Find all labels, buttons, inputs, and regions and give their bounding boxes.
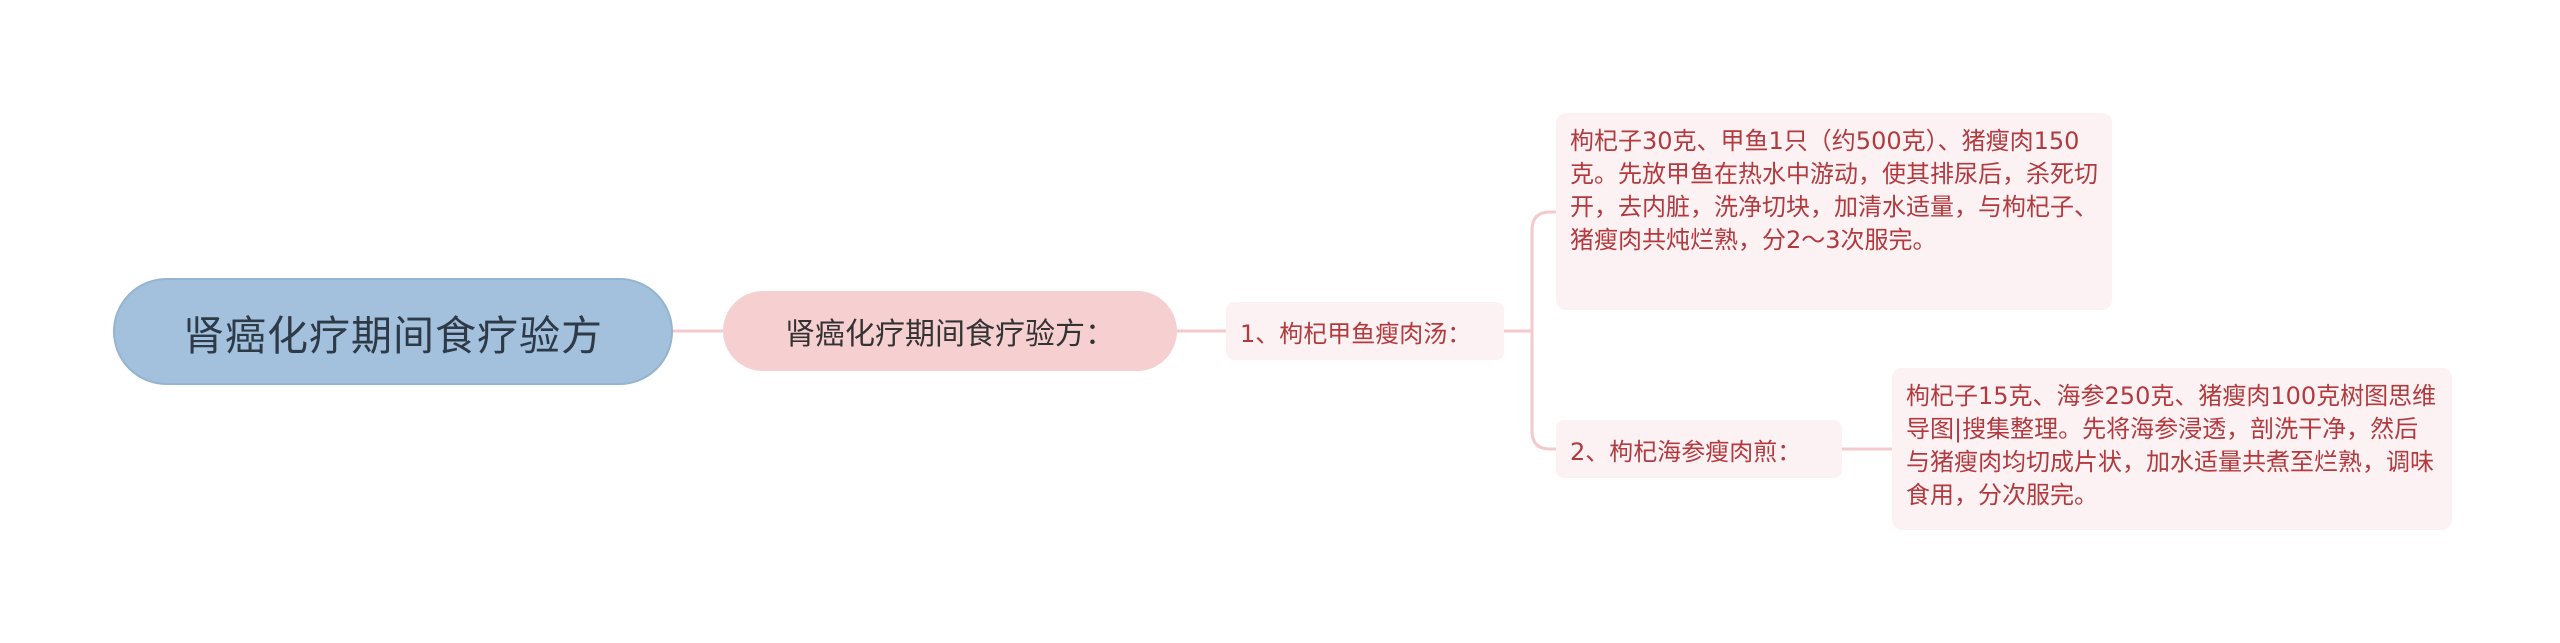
detail-node-1-text: 枸杞子30克、甲鱼1只（约500克）、猪瘦肉150克。先放甲鱼在热水中游动，使其… (1570, 127, 2098, 254)
detail-node-2[interactable]: 枸杞子15克、海参250克、猪瘦肉100克树图思维导图|搜集整理。先将海参浸透，… (1892, 368, 2452, 530)
connector-split-to-detail1 (1530, 210, 1556, 331)
root-node[interactable]: 肾癌化疗期间食疗验方 (113, 278, 673, 385)
detail-node-1[interactable]: 枸杞子30克、甲鱼1只（约500克）、猪瘦肉150克。先放甲鱼在热水中游动，使其… (1556, 113, 2112, 310)
root-node-label: 肾癌化疗期间食疗验方 (183, 311, 603, 360)
branch-node-1-label: 1、枸杞甲鱼瘦肉汤： (1240, 319, 1472, 348)
branch-node-1[interactable]: 1、枸杞甲鱼瘦肉汤： (1226, 302, 1504, 360)
branch-node-2[interactable]: 2、枸杞海参瘦肉煎： (1556, 420, 1842, 478)
level1-node[interactable]: 肾癌化疗期间食疗验方： (723, 291, 1177, 371)
connector-split-to-branch2 (1530, 331, 1556, 451)
branch-node-2-label: 2、枸杞海参瘦肉煎： (1570, 437, 1802, 466)
level1-node-label: 肾癌化疗期间食疗验方： (785, 317, 1115, 352)
detail-node-2-text: 枸杞子15克、海参250克、猪瘦肉100克树图思维导图|搜集整理。先将海参浸透，… (1906, 382, 2437, 509)
